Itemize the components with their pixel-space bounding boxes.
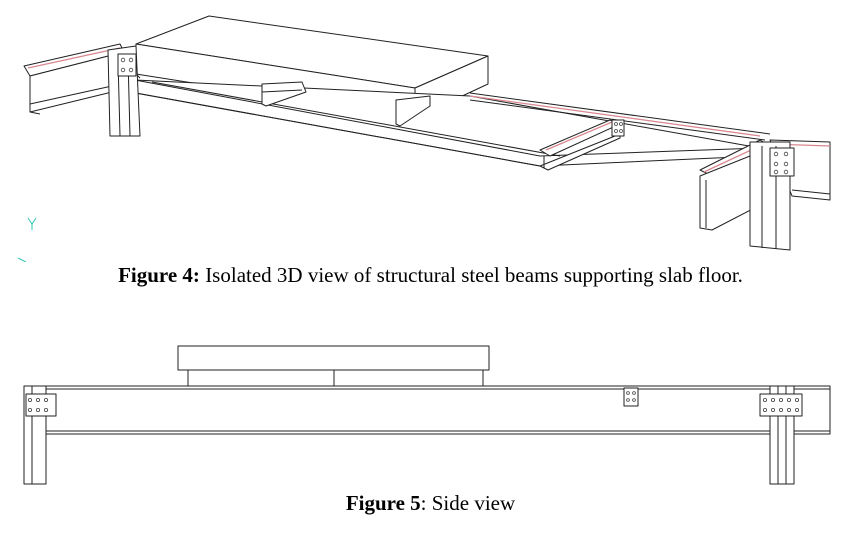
figure-4-caption-text: Isolated 3D view of structural steel bea… <box>199 263 743 287</box>
middle-cross-beam <box>539 119 625 171</box>
figure-4-isometric-drawing <box>17 15 831 262</box>
figure-5-side-view-drawing <box>23 345 831 485</box>
figure-5-caption-text: : Side view <box>420 491 516 515</box>
left-column <box>107 45 141 137</box>
side-left-column <box>23 385 57 485</box>
axis-indicator <box>17 217 37 262</box>
side-main-beam <box>23 385 831 435</box>
slab-supports <box>182 369 489 387</box>
cross-beam-under-slab <box>261 81 431 127</box>
right-column <box>749 141 795 251</box>
figure-4-label: Figure 4: <box>118 263 200 287</box>
side-mid-connection <box>623 387 639 407</box>
figure-4-caption: Figure 4: Isolated 3D view of structural… <box>0 265 861 286</box>
side-slab <box>177 345 490 371</box>
figure-5-caption: Figure 5: Side view <box>0 493 861 514</box>
side-right-column <box>759 385 803 485</box>
figure-5-label: Figure 5 <box>345 491 421 515</box>
